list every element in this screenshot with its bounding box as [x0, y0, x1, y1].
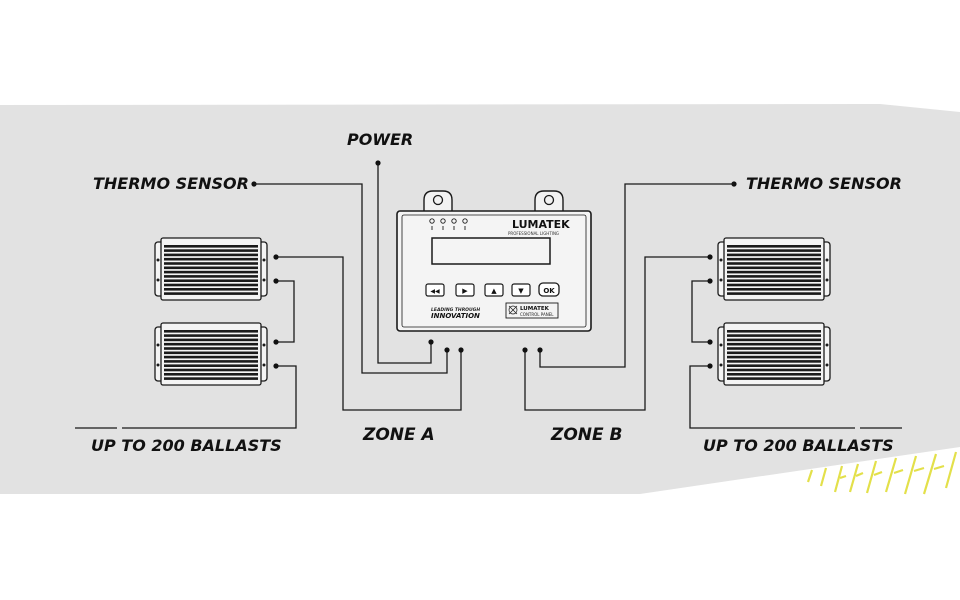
down-button[interactable]	[511, 283, 531, 297]
zone-b-wire	[524, 256, 710, 411]
play-icon: ▶	[462, 287, 468, 295]
rewind-button[interactable]	[425, 283, 445, 297]
label-thermo-sensor-left: THERMO SENSOR	[93, 174, 249, 193]
controller-unit: LUMATEK PROFESSIONAL LIGHTING ◀◀ ▶ ▲ ▼ O…	[396, 190, 592, 332]
right-chain-wire-2	[689, 365, 855, 429]
rewind-icon: ◀◀	[430, 288, 440, 295]
left-chain-wire-1	[276, 280, 295, 343]
ballast-left-1	[154, 237, 279, 301]
badge-brand: LUMATEK	[520, 306, 550, 312]
controller-buttons: ◀◀ ▶ ▲ ▼ OK	[425, 282, 560, 297]
badge-sub: CONTROL PANEL	[520, 312, 554, 317]
controller-port-thermo-b	[537, 347, 543, 353]
ok-button-label: OK	[543, 287, 555, 295]
label-zone-b: ZONE B	[550, 425, 623, 445]
down-arrow-icon: ▼	[518, 287, 524, 295]
up-arrow-icon: ▲	[491, 287, 497, 295]
slogan-bottom: INNOVATION	[431, 312, 480, 320]
power-wire	[377, 163, 432, 364]
ballast-right-2-port-in	[707, 339, 713, 345]
ballast-left-2-port-in	[273, 339, 279, 345]
up-button[interactable]	[484, 283, 504, 297]
label-power: POWER	[347, 130, 413, 149]
left-chain-wire-2	[122, 365, 297, 429]
ballast-left-1-port-in	[273, 254, 279, 260]
ballast-left-1-port-out	[273, 278, 279, 284]
controller-brand: LUMATEK	[512, 218, 570, 231]
controller-port-power	[428, 339, 434, 345]
controller-port-zone-b	[522, 347, 528, 353]
zone-a-wire	[276, 256, 462, 411]
controller-port-zone-a	[458, 347, 464, 353]
ballast-left-2	[154, 322, 279, 386]
thermo-right-wire	[539, 183, 734, 368]
control-panel-badge	[505, 302, 559, 319]
ballast-right-2-port-out	[707, 363, 713, 369]
ballast-right-2	[707, 322, 831, 386]
ballast-right-1	[707, 237, 831, 301]
slogan-top: LEADING THROUGH	[431, 307, 480, 313]
label-ballasts-right: UP TO 200 BALLASTS	[703, 436, 894, 455]
controller-display	[431, 237, 551, 265]
label-thermo-sensor-right: THERMO SENSOR	[746, 174, 902, 193]
ballast-layer	[154, 237, 831, 386]
status-leds	[429, 218, 468, 230]
right-chain-wire-1	[691, 280, 710, 343]
controller-brand-sub: PROFESSIONAL LIGHTING	[508, 231, 559, 236]
ballast-right-1-port-out	[707, 278, 713, 284]
ballast-left-2-port-out	[273, 363, 279, 369]
logo-icon	[508, 305, 518, 315]
controller-port-thermo-a	[444, 347, 450, 353]
accent-stripes	[806, 451, 958, 495]
label-zone-a: ZONE A	[362, 425, 435, 445]
thermo-left-wire	[254, 183, 448, 374]
ok-button[interactable]	[538, 282, 560, 297]
play-button[interactable]	[455, 283, 475, 297]
ballast-right-1-port-in	[707, 254, 713, 260]
label-ballasts-left: UP TO 200 BALLASTS	[91, 436, 282, 455]
